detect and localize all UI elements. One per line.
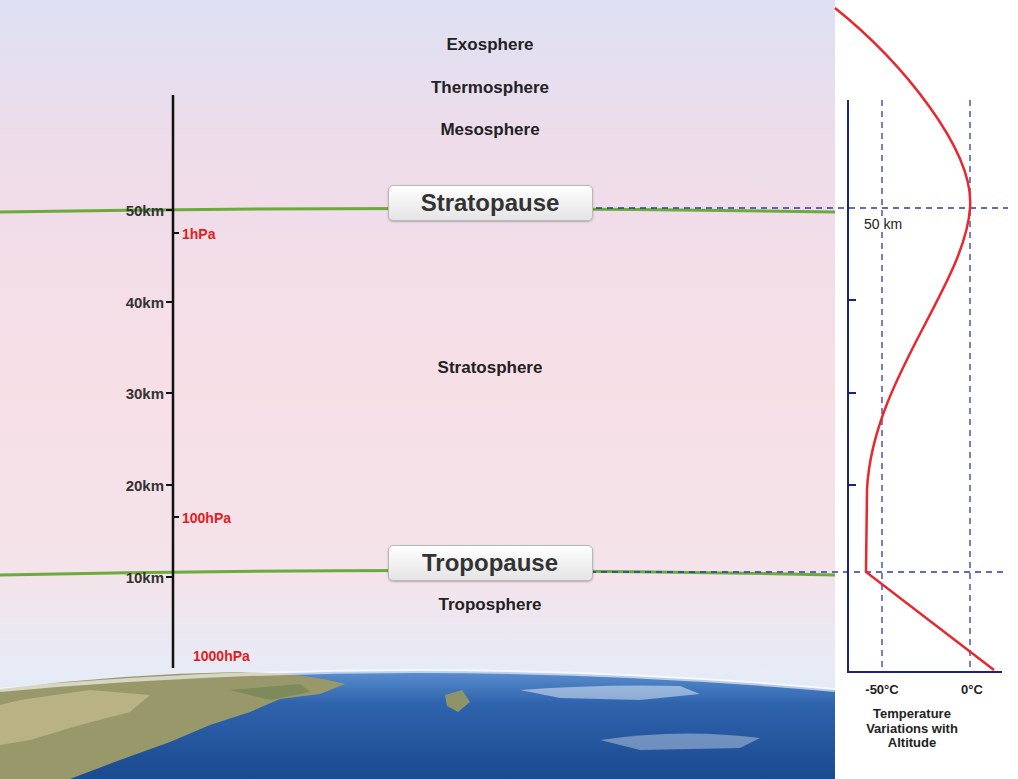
guide-lines (585, 100, 1008, 672)
chart-label: -50°C (865, 683, 898, 698)
altitude-label: 10km (126, 569, 164, 586)
altitude-label: 30km (126, 385, 164, 402)
cloud (520, 686, 700, 701)
boundary-name: Stratopause (421, 189, 560, 217)
altitude-label: 40km (126, 294, 164, 311)
layer-name: Mesosphere (440, 120, 539, 140)
altitude-label: 50km (126, 202, 164, 219)
layer-name: Stratosphere (438, 358, 543, 378)
chart-axes (847, 100, 1002, 673)
earth-land (0, 672, 345, 779)
layer-name: Exosphere (447, 35, 534, 55)
earth-land (230, 684, 310, 700)
chart-label: 0°C (961, 683, 983, 698)
axis-ticks (166, 210, 179, 577)
pressure-label: 1000hPa (193, 648, 250, 664)
layer-name: Thermosphere (431, 78, 549, 98)
pressure-label: 100hPa (182, 510, 231, 526)
earth-island (445, 690, 470, 712)
horizon-haze (0, 671, 835, 690)
boundary-box: Tropopause (388, 545, 593, 581)
boundary-name: Tropopause (422, 549, 558, 577)
chart-label: Temperature Variations with Altitude (853, 707, 971, 752)
altitude-label: 20km (126, 477, 164, 494)
earth-ocean (0, 671, 835, 779)
chart-label: 50 km (862, 216, 904, 232)
altitude-axis (172, 95, 175, 668)
layer-name: Troposphere (439, 595, 542, 615)
pressure-label: 1hPa (182, 226, 215, 242)
boundary-box: Stratopause (388, 185, 593, 221)
sky-background (0, 0, 835, 779)
temperature-curve (835, 8, 994, 670)
earth-land (0, 690, 150, 745)
cloud (600, 733, 760, 750)
